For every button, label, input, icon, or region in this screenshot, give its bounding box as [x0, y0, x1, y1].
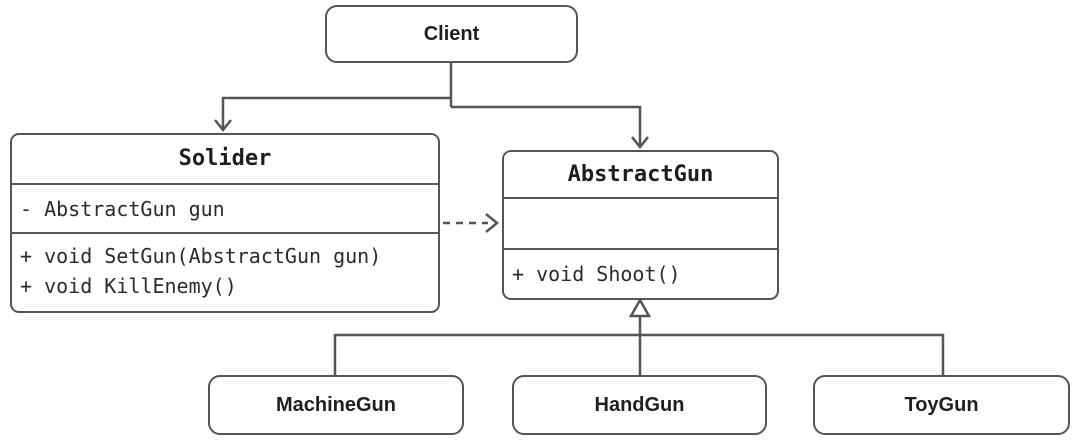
method-item: + void SetGun(AbstractGun gun) [20, 244, 382, 268]
fields-section-empty [504, 197, 777, 248]
class-node-handgun: HandGun [512, 375, 767, 435]
class-name-label: HandGun [594, 393, 685, 416]
client-to-abstractgun-arrowhead-icon [631, 136, 649, 150]
class-name-label: ToyGun [904, 393, 979, 416]
method-item: + void KillEnemy() [20, 274, 237, 298]
class-name-label: Client [423, 22, 480, 45]
solider-to-abstractgun-arrowhead-icon [485, 213, 499, 233]
client-to-abstractgun-line [451, 105, 642, 145]
client-to-solider-line [221, 96, 451, 128]
inheritance-triangle-icon [628, 297, 652, 318]
fields-section: - AbstractGun gun [12, 183, 438, 232]
class-node-machinegun: MachineGun [208, 375, 464, 435]
class-name-label: AbstractGun [567, 162, 714, 187]
class-node-toygun: ToyGun [813, 375, 1070, 435]
class-node-solider: Solider - AbstractGun gun + void SetGun(… [10, 133, 440, 313]
client-to-solider-arrowhead-icon [214, 119, 232, 133]
class-node-client: Client [325, 5, 578, 63]
class-name-label: MachineGun [275, 393, 396, 416]
field-item: - AbstractGun gun [20, 196, 225, 221]
class-node-abstractgun: AbstractGun + void Shoot() [502, 150, 779, 300]
method-item: + void Shoot() [512, 262, 681, 286]
methods-section: + void Shoot() [504, 248, 777, 298]
methods-section: + void SetGun(AbstractGun gun) + void Ki… [12, 232, 438, 311]
class-name-label: Solider [178, 146, 272, 171]
